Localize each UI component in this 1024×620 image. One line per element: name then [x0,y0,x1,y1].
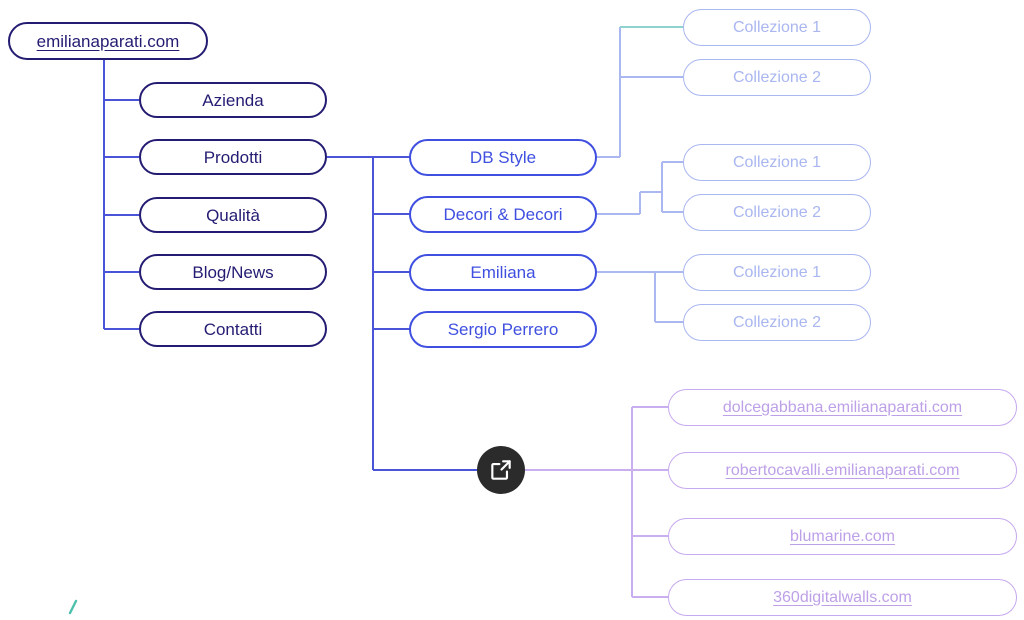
node-collezione-decori-2-label: Collezione 2 [732,203,822,221]
node-ext-blumarine-label: blumarine.com [790,527,895,545]
node-collezione-emiliana-2-label: Collezione 2 [732,313,822,331]
node-ext-robertocavalli-label: robertocavalli.emilianaparati.com [725,461,960,479]
external-link-badge[interactable] [477,446,525,494]
node-collezione-decori-2[interactable]: Collezione 2 [683,194,871,231]
node-qualita-label: Qualità [206,205,260,225]
node-prodotti[interactable]: Prodotti [139,139,327,175]
node-collezione-db-1[interactable]: Collezione 1 [683,9,871,46]
node-prodotti-label: Prodotti [203,147,263,167]
teal-tick-mark [68,599,78,615]
node-collezione-db-2[interactable]: Collezione 2 [683,59,871,96]
node-collezione-db-2-label: Collezione 2 [732,68,822,86]
node-blog-news-label: Blog/News [192,262,274,282]
node-db-style[interactable]: DB Style [409,139,597,176]
node-ext-blumarine[interactable]: blumarine.com [668,518,1017,555]
node-blog-news[interactable]: Blog/News [139,254,327,290]
node-decori-decori-label: Decori & Decori [443,205,563,224]
external-link-icon [491,460,511,480]
node-db-style-label: DB Style [469,148,537,167]
node-collezione-db-1-label: Collezione 1 [732,18,822,36]
node-emiliana[interactable]: Emiliana [409,254,597,291]
node-collezione-decori-1[interactable]: Collezione 1 [683,144,871,181]
node-root-label: emilianaparati.com [36,31,180,51]
node-emiliana-label: Emiliana [470,263,536,282]
node-ext-robertocavalli[interactable]: robertocavalli.emilianaparati.com [668,452,1017,489]
node-azienda-label: Azienda [202,90,264,110]
node-ext-360digitalwalls[interactable]: 360digitalwalls.com [668,579,1017,616]
node-sergio-perrero[interactable]: Sergio Perrero [409,311,597,348]
node-decori-decori[interactable]: Decori & Decori [409,196,597,233]
node-contatti-label: Contatti [203,319,263,339]
node-sergio-perrero-label: Sergio Perrero [447,320,559,339]
node-ext-dolcegabbana-label: dolcegabbana.emilianaparati.com [722,398,963,416]
node-root[interactable]: emilianaparati.com [8,22,208,60]
node-collezione-emiliana-1-label: Collezione 1 [732,263,822,281]
node-collezione-decori-1-label: Collezione 1 [732,153,822,171]
node-collezione-emiliana-1[interactable]: Collezione 1 [683,254,871,291]
node-ext-dolcegabbana[interactable]: dolcegabbana.emilianaparati.com [668,389,1017,426]
node-qualita[interactable]: Qualità [139,197,327,233]
node-ext-360digitalwalls-label: 360digitalwalls.com [773,588,912,606]
node-azienda[interactable]: Azienda [139,82,327,118]
node-collezione-emiliana-2[interactable]: Collezione 2 [683,304,871,341]
node-contatti[interactable]: Contatti [139,311,327,347]
